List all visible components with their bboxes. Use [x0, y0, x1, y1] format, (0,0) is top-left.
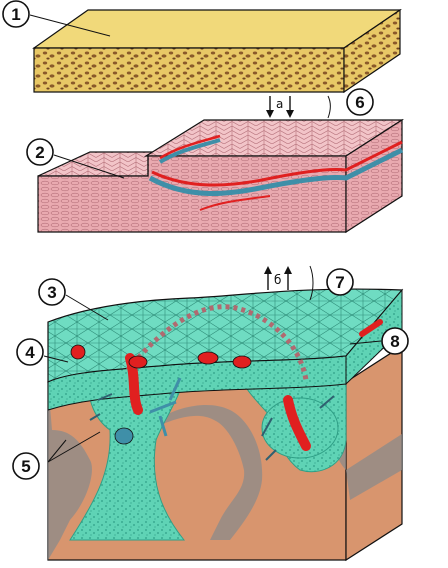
expansion-arrows: б	[264, 265, 314, 301]
svg-text:3: 3	[47, 283, 56, 302]
callout-8: 8	[381, 327, 409, 355]
svg-text:6: 6	[355, 93, 364, 112]
vessel-red-2	[283, 395, 311, 451]
skin-artery	[151, 140, 403, 187]
granulation-well-left	[69, 379, 186, 541]
callout-1: 1	[2, 0, 30, 28]
graft-front-face	[33, 47, 345, 93]
callout-5: 5	[12, 452, 40, 480]
arrow-label-a: а	[276, 97, 283, 111]
callout-3: 3	[38, 278, 66, 306]
leader-lines	[29, 14, 382, 463]
graft-slab	[32, 8, 402, 94]
lower-block	[47, 288, 404, 562]
svg-text:4: 4	[25, 343, 35, 362]
svg-text:7: 7	[335, 273, 344, 292]
callout-7: 7	[326, 268, 354, 296]
vessel-arch	[126, 304, 309, 381]
graft-side-face	[343, 8, 401, 94]
callout-4: 4	[16, 338, 44, 366]
vessel-blue-1	[114, 427, 134, 445]
skin-block	[37, 118, 405, 234]
svg-text:2: 2	[35, 143, 44, 162]
svg-text:5: 5	[21, 457, 30, 476]
fascia-left	[48, 382, 92, 560]
callout-6: 6	[346, 88, 374, 116]
fascia-mid	[150, 404, 263, 540]
callout-2: 2	[26, 138, 54, 166]
skin-vein	[148, 147, 404, 197]
svg-text:8: 8	[390, 332, 399, 351]
svg-text:1: 1	[11, 5, 20, 24]
arrow-label-b: б	[274, 273, 281, 287]
compression-arrows: а	[266, 95, 331, 119]
graft-top-face	[32, 9, 402, 49]
